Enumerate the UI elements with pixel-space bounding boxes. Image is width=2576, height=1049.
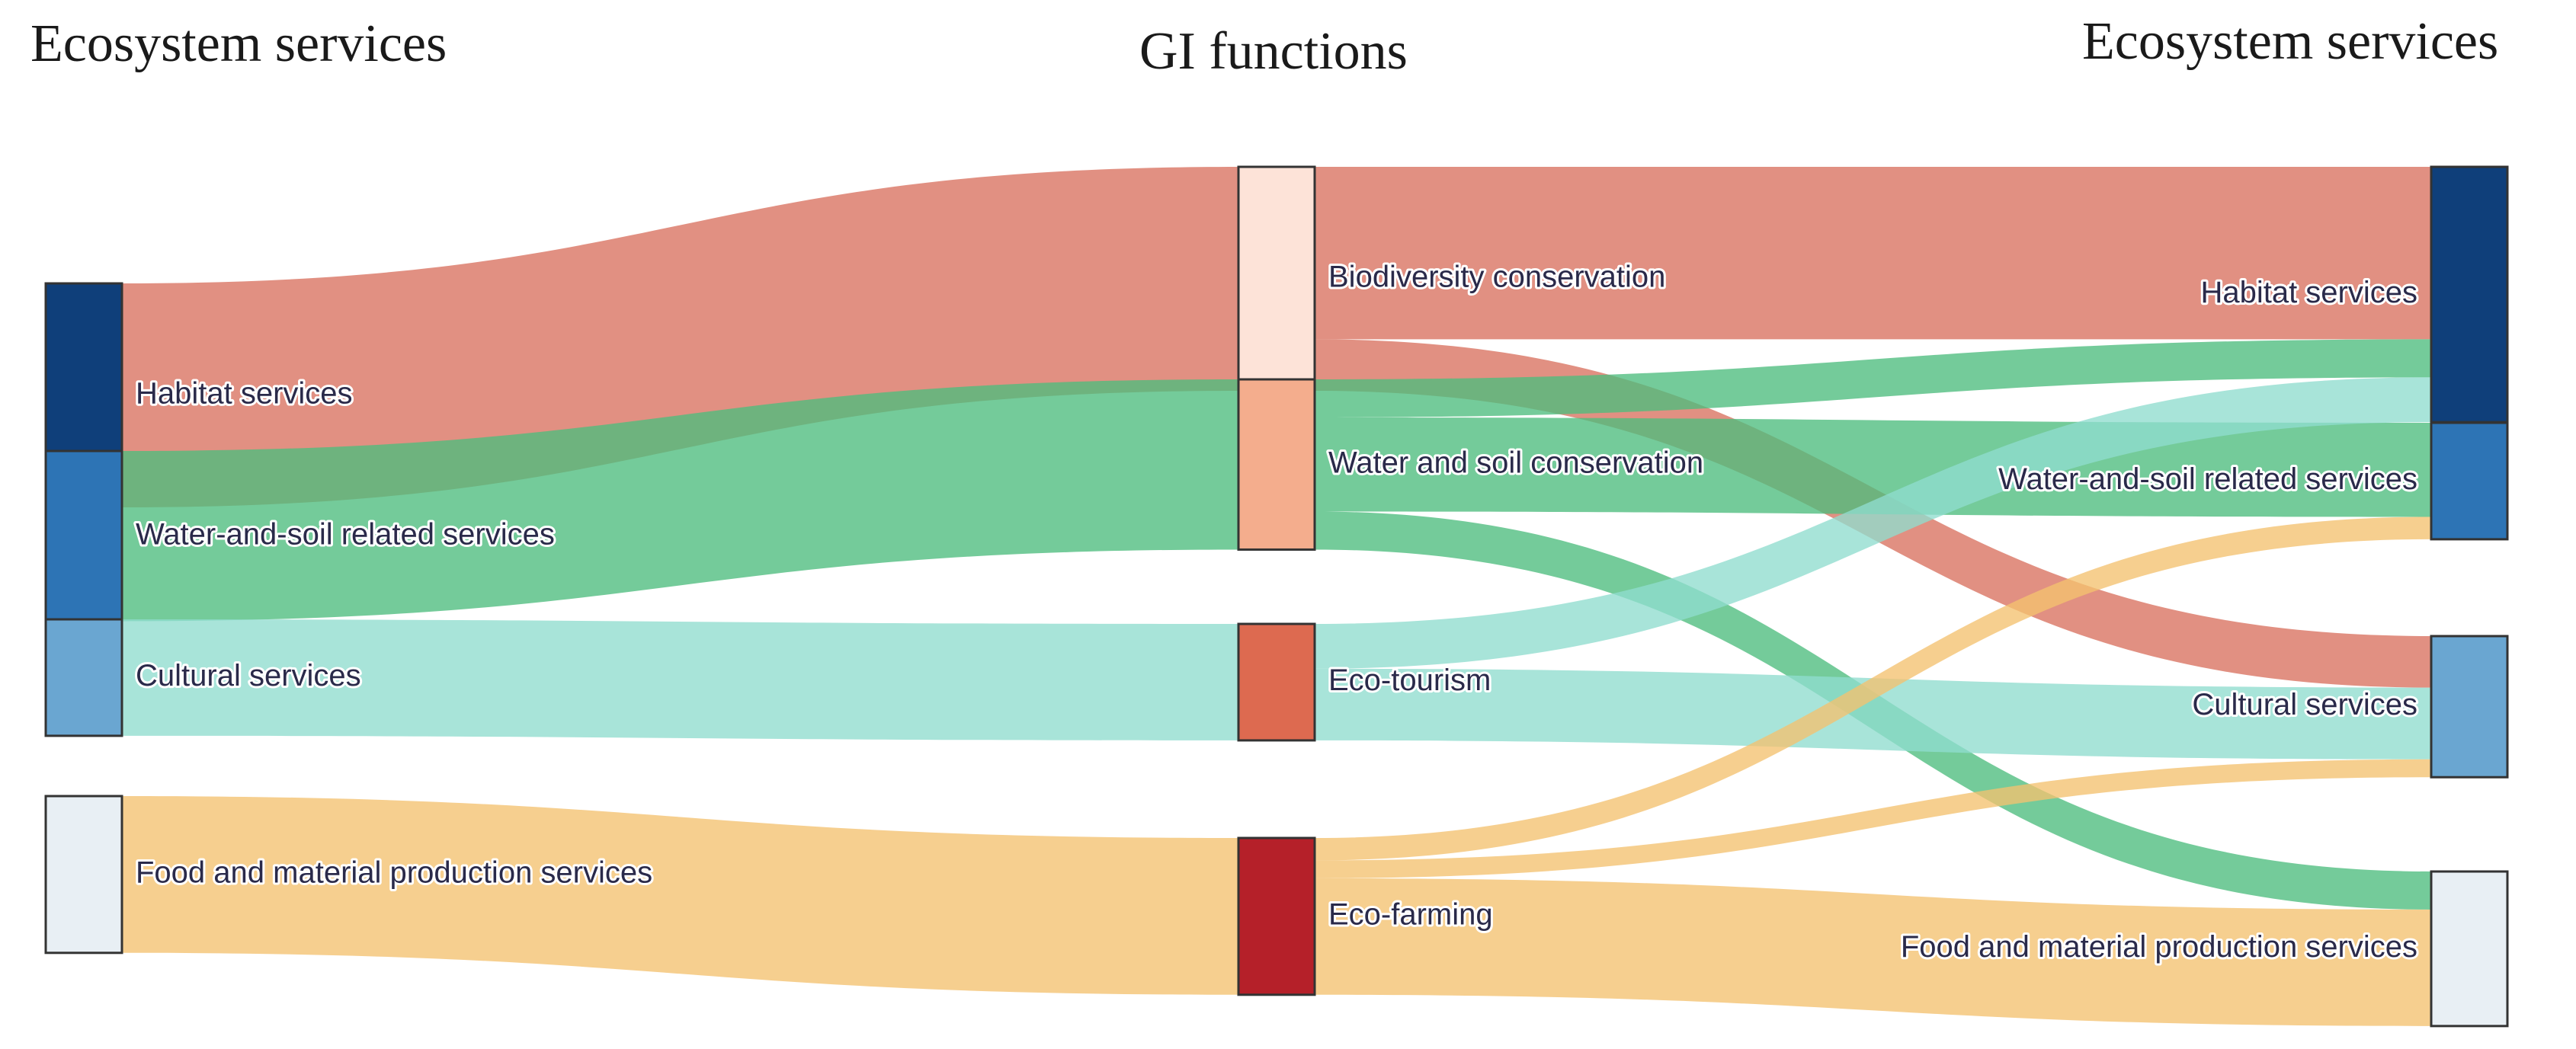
sankey-node-label-l_food: Food and material production services <box>136 856 652 889</box>
sankey-link-l_cul-to-m_eco <box>122 619 1238 740</box>
sankey-link-m_eco-to-r_cul <box>1315 668 2431 760</box>
sankey-link-m_farm-to-r_food <box>1315 878 2431 1026</box>
sankey-link-l_food-to-m_farm <box>122 796 1238 995</box>
sankey-link-m_farm-to-r_ws <box>1315 517 2431 861</box>
sankey-node-m_eco <box>1237 622 1316 742</box>
sankey-link-m_farm-to-r_cul <box>1315 759 2431 878</box>
sankey-nodes <box>44 165 2509 1028</box>
sankey-node-label-r_ws: Water-and-soil related services <box>1998 462 2417 496</box>
sankey-node-r_hab <box>2430 165 2509 424</box>
sankey-link-m_eco-to-r_hab <box>1315 377 2431 669</box>
sankey-node-l_food <box>44 795 123 955</box>
sankey-node-r_food <box>2430 870 2509 1028</box>
sankey-node-label-l_ws: Water-and-soil related services <box>136 517 555 551</box>
sankey-link-m_ws-to-r_hab <box>1315 339 2431 417</box>
sankey-node-l_cul <box>44 618 123 737</box>
sankey-node-l_ws <box>44 449 123 622</box>
sankey-node-m_ws <box>1237 378 1316 551</box>
sankey-node-label-l_cul: Cultural services <box>136 659 361 692</box>
sankey-link-m_bio-to-r_hab <box>1315 167 2431 340</box>
right-column-title: Ecosystem services <box>2082 12 2499 71</box>
left-column-title: Ecosystem services <box>30 14 447 73</box>
sankey-node-label-m_farm: Eco-farming <box>1328 897 1493 931</box>
sankey-link-l_hab-to-m_bio <box>122 167 1238 507</box>
sankey-node-label-r_food: Food and material production services <box>1901 930 2417 964</box>
sankey-node-r_cul <box>2430 635 2509 779</box>
sankey-link-l_ws-to-m_ws <box>122 379 1238 622</box>
sankey-node-label-m_bio: Biodiversity conservation <box>1328 261 1665 294</box>
sankey-node-r_ws <box>2430 421 2509 541</box>
sankey-node-label-m_ws: Water and soil conservation <box>1328 446 1703 479</box>
middle-column-title: GI functions <box>1139 22 1408 81</box>
sankey-node-label-r_cul: Cultural services <box>2192 688 2417 721</box>
sankey-node-m_bio <box>1237 165 1316 392</box>
sankey-node-label-m_eco: Eco-tourism <box>1328 664 1491 697</box>
sankey-node-label-l_hab: Habitat services <box>136 377 353 411</box>
sankey-node-m_farm <box>1237 836 1316 996</box>
sankey-node-label-r_hab: Habitat services <box>2200 276 2417 309</box>
sankey-links <box>122 167 2431 1026</box>
